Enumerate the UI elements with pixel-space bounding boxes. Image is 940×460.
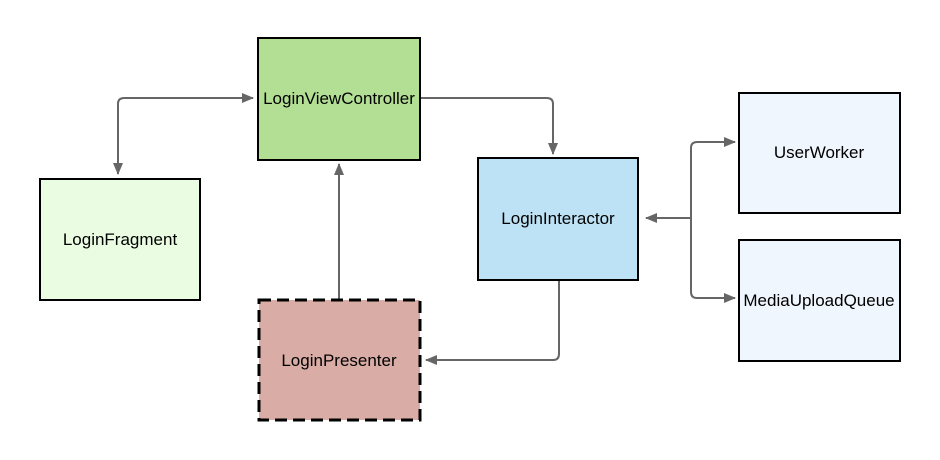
node-login-presenter-box — [257, 298, 422, 422]
node-login-interactor-box — [477, 157, 639, 281]
edge-viewcontroller-interactor — [421, 97, 558, 155]
edge-fragment-viewcontroller — [113, 93, 254, 175]
node-media-upload-queue: MediaUploadQueue — [738, 239, 901, 362]
edge-branch-to-mediauploadqueue — [690, 218, 736, 303]
node-login-view-controller: LoginViewController — [257, 37, 421, 161]
node-user-worker: UserWorker — [738, 92, 901, 214]
node-login-view-controller-box — [257, 37, 421, 161]
node-user-worker-box — [738, 92, 901, 214]
edge-interactor-presenter — [425, 281, 560, 365]
node-login-fragment-label: LoginFragment — [63, 230, 178, 249]
node-media-upload-queue-box — [738, 239, 901, 362]
node-login-view-controller-label: LoginViewController — [263, 89, 415, 108]
node-login-interactor-label: LoginInteractor — [501, 209, 615, 228]
edge-branch-to-userworker — [690, 137, 736, 218]
node-login-fragment: LoginFragment — [39, 178, 201, 301]
node-login-interactor: LoginInteractor — [477, 157, 639, 281]
node-media-upload-queue-label: MediaUploadQueue — [743, 291, 894, 310]
node-login-presenter-label: LoginPresenter — [281, 351, 397, 370]
node-login-presenter: LoginPresenter — [257, 298, 422, 422]
node-user-worker-label: UserWorker — [774, 143, 865, 162]
node-login-fragment-box — [39, 178, 201, 301]
